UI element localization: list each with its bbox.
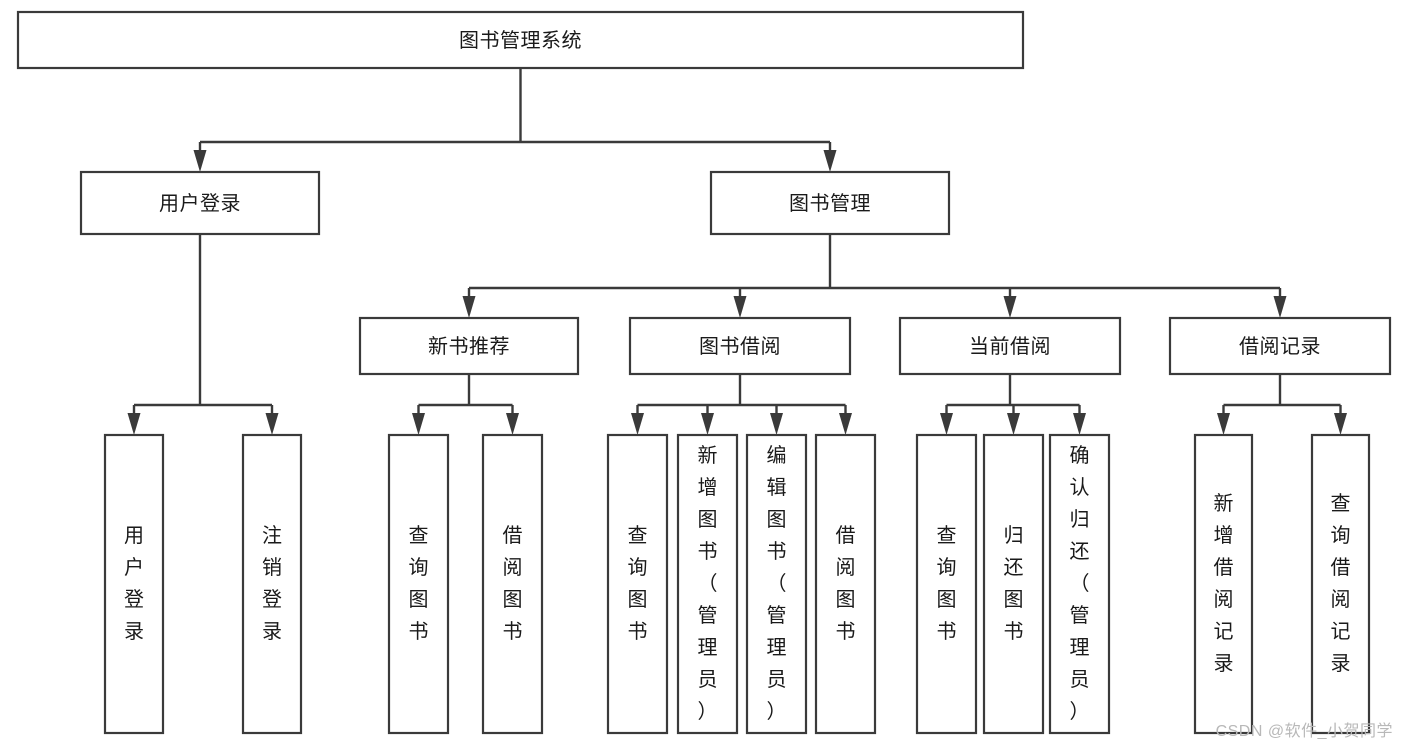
node-user-login[interactable]: 用户登录 — [79, 170, 321, 236]
node-label: 图书管理系统 — [459, 29, 582, 52]
node-new-book-rec[interactable]: 新书推荐 — [358, 316, 580, 376]
arrow-head-icon — [265, 413, 279, 435]
node-label: 当前借阅 — [969, 335, 1051, 358]
node-leaf-return-book[interactable]: 归还图书 — [982, 433, 1045, 735]
node-borrow-record[interactable]: 借阅记录 — [1168, 316, 1392, 376]
arrow-head-icon — [193, 150, 207, 172]
connectors-layer — [127, 68, 1347, 435]
node-label: 确认归还（管理员） — [1070, 444, 1090, 723]
node-box — [1193, 433, 1254, 735]
node-label: 查询图书 — [409, 524, 429, 643]
node-root[interactable]: 图书管理系统 — [16, 10, 1025, 70]
node-box — [16, 10, 1025, 70]
node-leaf-borrow-query[interactable]: 查询图书 — [606, 433, 669, 735]
node-leaf-query-record[interactable]: 查询借阅记录 — [1310, 433, 1371, 735]
node-label: 新增图书（管理员） — [698, 444, 718, 723]
node-label: 图书借阅 — [699, 335, 781, 358]
node-leaf-confirm-return[interactable]: 确认归还（管理员） — [1048, 433, 1111, 735]
node-box — [676, 433, 739, 735]
arrow-head-icon — [462, 296, 476, 318]
arrow-head-icon — [733, 296, 747, 318]
node-label: 注销登录 — [262, 524, 282, 643]
node-leaf-rec-query[interactable]: 查询图书 — [387, 433, 450, 735]
node-label: 用户登录 — [124, 525, 144, 643]
node-box — [709, 170, 951, 236]
arrow-head-icon — [839, 413, 852, 435]
node-label: 借阅记录 — [1239, 335, 1321, 358]
node-leaf-add-record[interactable]: 新增借阅记录 — [1193, 433, 1254, 735]
arrow-head-icon — [1217, 413, 1230, 435]
node-leaf-add-book[interactable]: 新增图书（管理员） — [676, 433, 739, 735]
node-box — [1310, 433, 1371, 735]
node-leaf-logout[interactable]: 注销登录 — [241, 433, 303, 735]
node-box — [387, 433, 450, 735]
arrow-head-icon — [127, 413, 141, 435]
node-label: 查询图书 — [628, 524, 648, 643]
arrow-head-icon — [1273, 296, 1287, 318]
node-current-borrow[interactable]: 当前借阅 — [898, 316, 1122, 376]
arrow-head-icon — [1007, 413, 1020, 435]
node-label: 归还图书 — [1004, 524, 1024, 643]
arrow-head-icon — [506, 413, 519, 435]
node-book-manage[interactable]: 图书管理 — [709, 170, 951, 236]
arrow-head-icon — [631, 413, 644, 435]
node-leaf-user-login[interactable]: 用户登录 — [103, 433, 165, 735]
watermark-label: CSDN @软件_小贺同学 — [1215, 723, 1393, 740]
node-box — [79, 170, 321, 236]
node-box — [1168, 316, 1392, 376]
arrow-head-icon — [701, 413, 714, 435]
node-book-borrow[interactable]: 图书借阅 — [628, 316, 852, 376]
node-leaf-cur-query[interactable]: 查询图书 — [915, 433, 978, 735]
node-label: 编辑图书（管理员） — [767, 444, 787, 723]
arrow-head-icon — [412, 413, 425, 435]
node-label: 新增借阅记录 — [1214, 492, 1234, 675]
node-label: 借阅图书 — [836, 524, 856, 643]
arrow-head-icon — [940, 413, 953, 435]
node-box — [606, 433, 669, 735]
node-label: 新书推荐 — [428, 335, 510, 358]
node-box — [745, 433, 808, 735]
node-leaf-edit-book[interactable]: 编辑图书（管理员） — [745, 433, 808, 735]
node-box — [898, 316, 1122, 376]
node-label: 用户登录 — [159, 192, 241, 215]
node-label: 查询借阅记录 — [1331, 492, 1351, 675]
node-label: 图书管理 — [789, 192, 871, 215]
node-box — [481, 433, 544, 735]
nodes-layer: 图书管理系统用户登录图书管理新书推荐图书借阅当前借阅借阅记录用户登录注销登录查询… — [16, 10, 1392, 735]
arrow-head-icon — [770, 413, 783, 435]
arrow-head-icon — [1003, 296, 1017, 318]
arrow-head-icon — [1073, 413, 1086, 435]
node-box — [1048, 433, 1111, 735]
node-box — [982, 433, 1045, 735]
node-box — [358, 316, 580, 376]
node-box — [915, 433, 978, 735]
node-box — [814, 433, 877, 735]
node-box — [103, 433, 165, 735]
node-leaf-rec-borrow[interactable]: 借阅图书 — [481, 433, 544, 735]
node-box — [628, 316, 852, 376]
node-box — [241, 433, 303, 735]
arrow-head-icon — [1334, 413, 1347, 435]
arrow-head-icon — [823, 150, 837, 172]
node-label: 借阅图书 — [503, 524, 523, 643]
node-label: 查询图书 — [937, 524, 957, 643]
node-leaf-borrow-book[interactable]: 借阅图书 — [814, 433, 877, 735]
